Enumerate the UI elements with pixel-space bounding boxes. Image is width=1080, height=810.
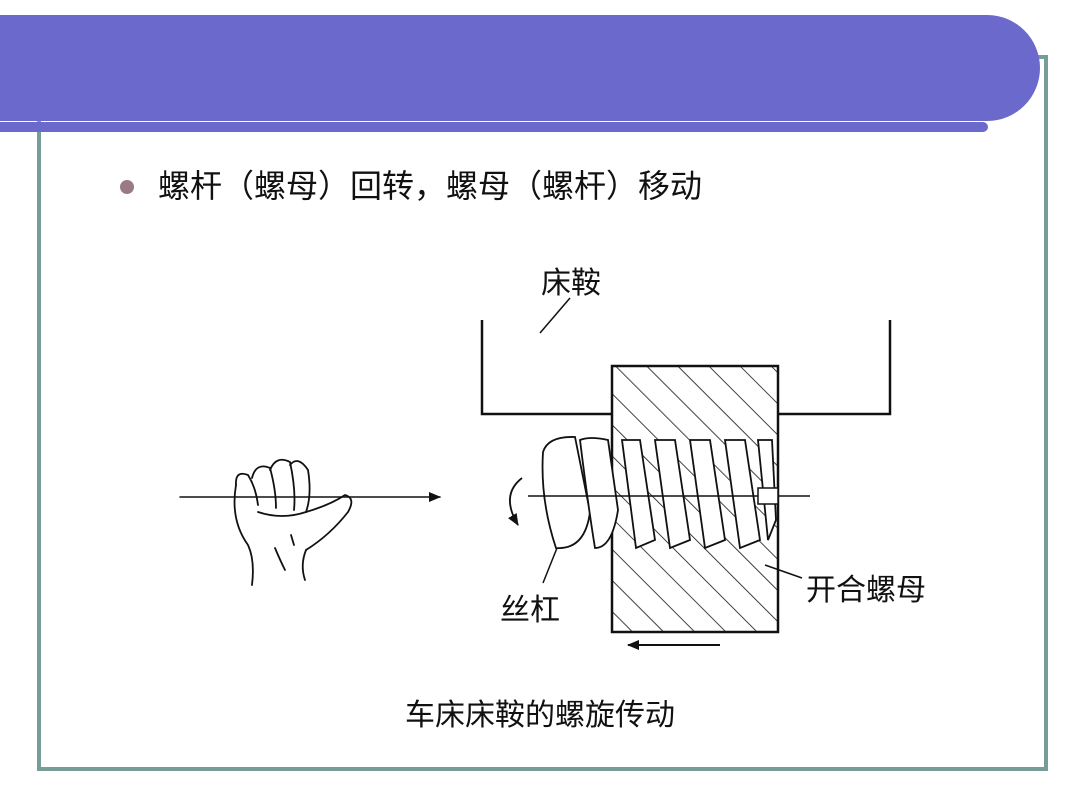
bullet-dot: [120, 180, 134, 194]
hand-outline: [233, 484, 254, 586]
thread-crest: [688, 439, 726, 550]
lead-screw-threads: [541, 436, 777, 550]
thread-crest: [541, 436, 591, 549]
saddle-label: 床鞍: [541, 266, 601, 301]
title-bar: [0, 15, 1040, 121]
split-nut-leader-line: [764, 564, 803, 579]
diagram-caption: 车床床鞍的螺旋传动: [405, 698, 675, 733]
thread-crest: [579, 437, 619, 549]
title-rule: [0, 122, 988, 132]
right-hand-rule-illustration: [179, 458, 441, 586]
rotation-arrow: [508, 477, 523, 526]
lead-screw-shaft-end: [757, 487, 779, 505]
saddle-outline-left: [480, 320, 612, 416]
thread-crest: [620, 439, 656, 550]
thumb-outline: [305, 494, 353, 551]
thread-crest: [653, 439, 691, 550]
lead-screw-label: 丝杠: [500, 593, 560, 628]
thread-crest: [723, 439, 761, 550]
split-nut-label: 开合螺母: [806, 573, 926, 608]
bullet-text: 螺杆（螺母）回转，螺母（螺杆）移动: [158, 167, 703, 205]
saddle-outline-right: [778, 320, 892, 416]
lead-screw-leader-line: [542, 547, 558, 584]
saddle-leader-line: [539, 297, 571, 334]
